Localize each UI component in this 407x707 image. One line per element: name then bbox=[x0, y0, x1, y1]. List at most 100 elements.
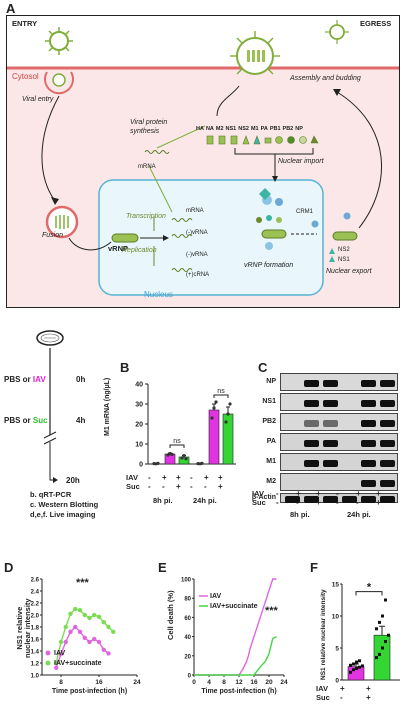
suc-sign: - bbox=[276, 498, 279, 507]
fusion-label: Fusion bbox=[42, 232, 64, 239]
panel-b-ylabel: M1 mRNA (ng/µL) bbox=[104, 377, 111, 436]
iav-sign: + bbox=[340, 684, 345, 693]
timeline-0h: 0h bbox=[76, 375, 86, 384]
panel-a-frame bbox=[6, 15, 400, 308]
panel-f-row-iav: IAV bbox=[316, 684, 328, 693]
data-point bbox=[184, 457, 188, 461]
readout-item: d,e,f. Live imaging bbox=[30, 510, 96, 519]
minus-vrna-label: (-)vRNA bbox=[186, 230, 208, 236]
suc-highlight: Suc bbox=[32, 416, 48, 425]
series-point bbox=[68, 629, 73, 634]
x-tick-label: 24 bbox=[133, 679, 141, 686]
x-tick-label: 12 bbox=[235, 679, 243, 686]
blot-band bbox=[285, 495, 300, 503]
blot-band bbox=[361, 459, 376, 467]
ns-label: ns bbox=[173, 438, 181, 445]
ns-label: ns bbox=[217, 388, 225, 395]
panel-a-letter: A bbox=[6, 1, 16, 16]
series-point bbox=[111, 629, 116, 634]
protein-label: M1 bbox=[250, 126, 259, 132]
y-tick-label: 15 bbox=[332, 582, 340, 589]
protein-label: PB2 bbox=[282, 126, 294, 132]
suc-sign: + bbox=[316, 498, 321, 507]
significance-stars: *** bbox=[265, 605, 279, 617]
blot-band bbox=[361, 399, 376, 407]
suc-sign: - bbox=[148, 482, 151, 491]
data-point bbox=[381, 614, 384, 618]
series-point bbox=[96, 639, 102, 645]
series-point bbox=[54, 660, 59, 666]
data-point bbox=[210, 416, 214, 420]
replication-label: Replication bbox=[122, 247, 157, 254]
iav-sign: - bbox=[190, 473, 193, 482]
blot-row bbox=[280, 493, 398, 503]
data-point bbox=[378, 652, 381, 656]
blot-band bbox=[380, 379, 395, 387]
blot-protein-label: PA bbox=[266, 438, 276, 445]
blot-band bbox=[380, 495, 395, 503]
series-point bbox=[58, 651, 64, 657]
blot-row bbox=[280, 433, 398, 451]
blot-band bbox=[323, 439, 338, 447]
blot-band bbox=[342, 495, 357, 503]
data-point bbox=[352, 662, 355, 666]
data-point bbox=[375, 656, 378, 660]
data-point bbox=[228, 402, 232, 406]
blot-protein-label: NP bbox=[266, 378, 276, 385]
y-tick-label: 1.8 bbox=[31, 626, 40, 632]
blot-protein-label: β-Actin bbox=[251, 494, 276, 501]
viral-entry-label: Viral entry bbox=[22, 96, 54, 103]
egress-label: EGRESS bbox=[360, 19, 392, 28]
panel-a-schematic bbox=[7, 20, 399, 307]
readout-item: c. Western Blotting bbox=[30, 500, 99, 509]
series-point bbox=[73, 624, 78, 630]
x-tick-label: 20 bbox=[265, 679, 273, 686]
entry-label: ENTRY bbox=[12, 19, 38, 28]
iav-sign: + bbox=[176, 473, 181, 482]
panel-c-group-24h: 24h pi. bbox=[347, 510, 371, 519]
series-point bbox=[58, 639, 64, 645]
iav-sign: + bbox=[366, 684, 371, 693]
blot-band bbox=[380, 399, 395, 407]
blot-band bbox=[323, 419, 338, 427]
data-point bbox=[355, 660, 358, 664]
blot-row bbox=[280, 413, 398, 431]
y-tick-label: 20 bbox=[135, 422, 143, 429]
ns-bracket bbox=[169, 444, 185, 448]
mrna-label: mRNA bbox=[138, 164, 156, 170]
y-tick-label: 1.0 bbox=[31, 674, 40, 680]
blot-band bbox=[323, 459, 338, 467]
panel-b-row-iav: IAV bbox=[126, 473, 138, 482]
y-tick-label: 5 bbox=[335, 646, 339, 653]
y-tick-label: 2.0 bbox=[31, 614, 40, 620]
data-point bbox=[182, 454, 186, 458]
blot-row bbox=[280, 453, 398, 471]
transcription-label: Transcription bbox=[126, 213, 166, 220]
suc-sign: - bbox=[162, 482, 165, 491]
panel-c-row-suc: Suc bbox=[252, 498, 266, 507]
suc-sign: + bbox=[366, 693, 371, 702]
suc-sign: - bbox=[296, 498, 299, 507]
blot-band bbox=[323, 379, 338, 387]
blot-band bbox=[304, 439, 319, 447]
nuclear-export-label: Nuclear export bbox=[326, 268, 372, 275]
mrna-label-2: mRNA bbox=[186, 208, 204, 214]
blot-band bbox=[380, 479, 395, 487]
panel-c-letter: C bbox=[258, 360, 268, 375]
blot-band bbox=[304, 495, 319, 503]
data-point bbox=[349, 663, 352, 667]
series-point bbox=[54, 665, 59, 670]
iav-sign: - bbox=[148, 473, 151, 482]
x-tick-label: 16 bbox=[250, 679, 258, 686]
blot-protein-label: M2 bbox=[266, 478, 276, 485]
y-tick-label: 30 bbox=[135, 402, 143, 409]
data-point bbox=[349, 670, 352, 674]
panel-b-letter: B bbox=[120, 360, 130, 375]
x-tick-label: 8 bbox=[222, 679, 226, 686]
suc-sign: + bbox=[218, 482, 223, 491]
significance-stars: * bbox=[367, 581, 372, 593]
panel-b-group-24h: 24h pi. bbox=[193, 496, 217, 505]
suc-sign: - bbox=[190, 482, 193, 491]
